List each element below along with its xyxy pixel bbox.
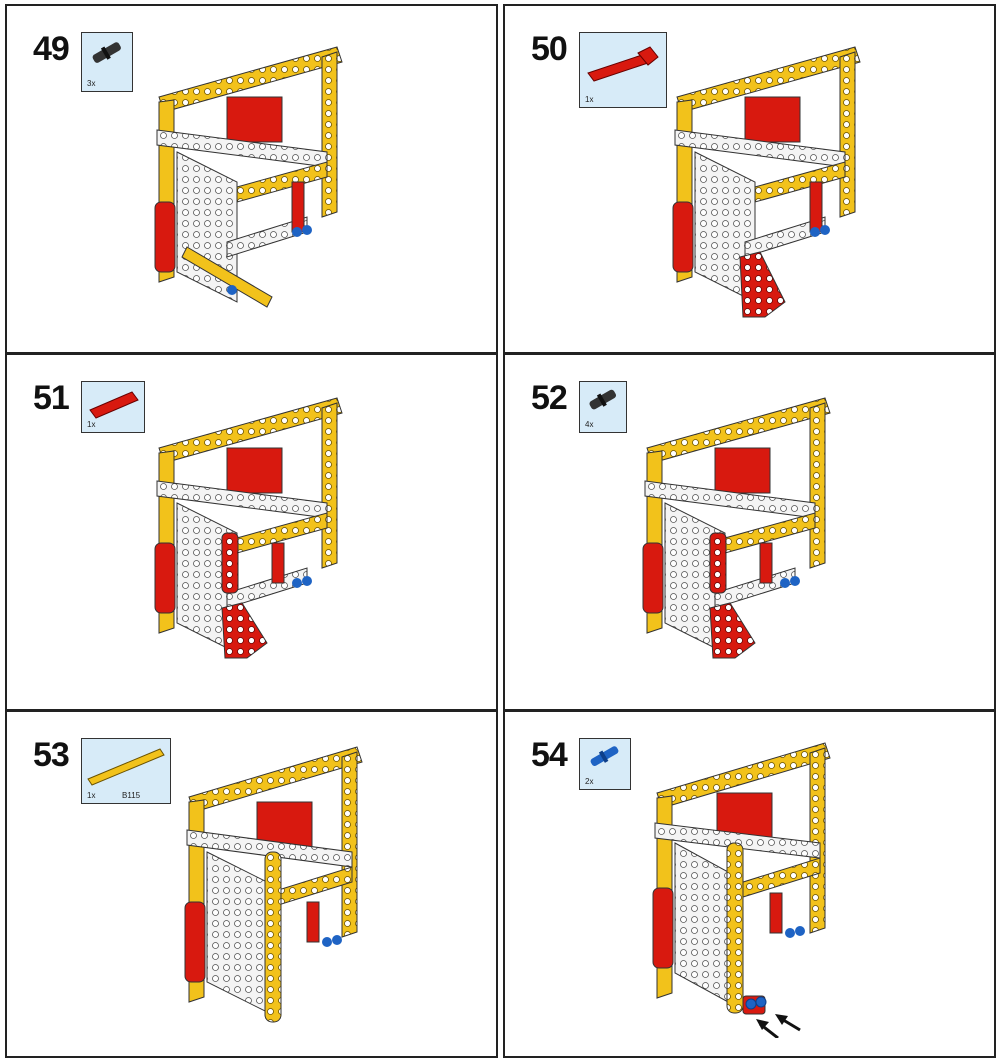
parts-callout: 4x bbox=[579, 381, 627, 433]
step-number: 54 bbox=[531, 736, 568, 774]
parts-callout: 3x bbox=[81, 32, 133, 92]
black-connector-pin-icon bbox=[92, 42, 121, 63]
step-number: 49 bbox=[33, 30, 70, 68]
parts-callout: 1x bbox=[579, 32, 667, 108]
black-connector-pin-icon bbox=[589, 389, 617, 410]
step-number: 51 bbox=[33, 379, 70, 417]
step-panel-52: 52 4x bbox=[503, 353, 996, 711]
part-quantity: 2x bbox=[585, 777, 594, 786]
step-number: 50 bbox=[531, 30, 568, 68]
step-panel-50: 50 1x bbox=[503, 4, 996, 354]
step-panel-49: 49 3x bbox=[5, 4, 498, 354]
step-panel-53: 53 1x B115 bbox=[5, 710, 498, 1058]
pointer-arrow-icon bbox=[775, 1014, 801, 1032]
step-panel-54: 54 2x bbox=[503, 710, 996, 1058]
part-quantity: 1x bbox=[87, 791, 96, 800]
pointer-arrow-icon bbox=[756, 1019, 779, 1038]
blue-axle-pin-icon bbox=[590, 746, 619, 766]
part-quantity: 1x bbox=[585, 95, 594, 104]
part-quantity: 1x bbox=[87, 420, 96, 429]
parts-callout: 1x B115 bbox=[81, 738, 171, 804]
assembly-model bbox=[652, 742, 831, 1038]
step-panel-51: 51 1x bbox=[5, 353, 498, 711]
red-angled-beam-icon bbox=[587, 46, 659, 82]
parts-callout: 1x bbox=[81, 381, 145, 433]
assembly-model bbox=[154, 46, 343, 308]
part-code: B115 bbox=[122, 791, 141, 800]
assembly-model bbox=[154, 397, 343, 659]
part-quantity: 4x bbox=[585, 420, 594, 429]
parts-callout: 2x bbox=[579, 738, 631, 790]
step-number: 53 bbox=[33, 736, 70, 774]
part-quantity: 3x bbox=[87, 79, 96, 88]
assembly-model bbox=[642, 397, 831, 659]
assembly-model bbox=[184, 746, 363, 1023]
yellow-long-beam-icon bbox=[87, 748, 165, 786]
assembly-model bbox=[672, 46, 861, 318]
red-short-beam-icon bbox=[89, 391, 139, 419]
step-number: 52 bbox=[531, 379, 568, 417]
